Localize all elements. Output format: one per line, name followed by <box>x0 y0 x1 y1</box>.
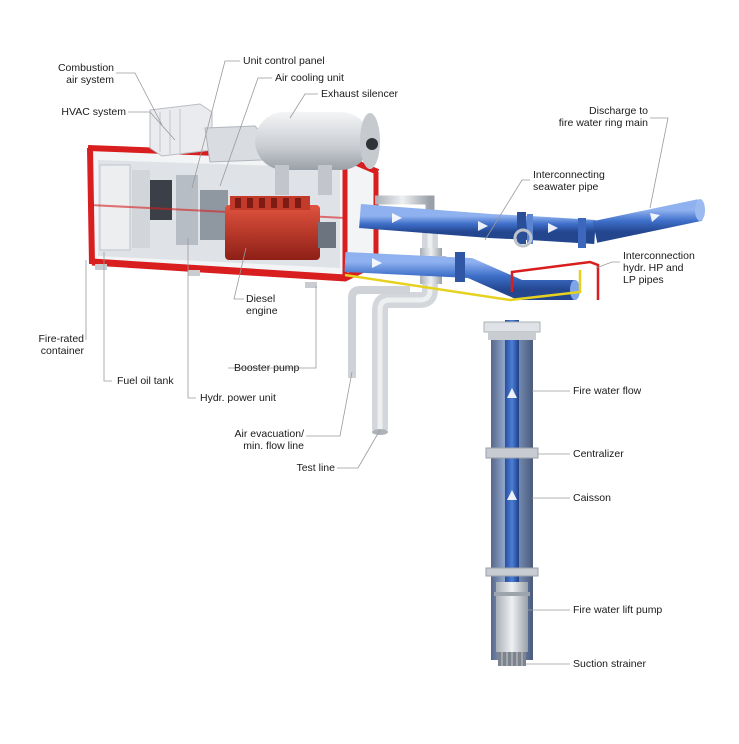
label-suction-strainer: Suction strainer <box>573 658 646 670</box>
label-line: Interconnection <box>623 250 695 262</box>
label-line: Combustion <box>57 62 114 74</box>
leader-lines <box>85 60 669 665</box>
label-line: min. flow line <box>243 440 304 452</box>
label-line: hydr. HP and <box>623 262 684 274</box>
label-line: Air evacuation/ <box>234 428 304 440</box>
label-line: seawater pipe <box>533 181 599 193</box>
label-air-cooling-unit: Air cooling unit <box>275 72 344 84</box>
label-line: air system <box>66 74 114 86</box>
diesel-engine <box>225 196 336 260</box>
label-line: fire water ring main <box>558 117 648 129</box>
label-line: container <box>40 345 84 357</box>
hvac-and-air-units <box>149 103 263 163</box>
label-interconnection-hydr-pipes: Interconnection hydr. HP and LP pipes <box>623 250 695 286</box>
label-line: engine <box>246 305 278 317</box>
label-fuel-oil-tank: Fuel oil tank <box>117 375 174 387</box>
label-hydr-power-unit: Hydr. power unit <box>200 392 276 404</box>
seawater-pipework <box>344 190 705 302</box>
label-line: Fire-rated <box>38 333 84 345</box>
label-exhaust-silencer: Exhaust silencer <box>321 88 399 100</box>
label-line: LP pipes <box>623 274 664 286</box>
label-caisson: Caisson <box>573 492 611 504</box>
label-interconnecting-seawater-pipe: Interconnecting seawater pipe <box>533 169 605 193</box>
label-combustion-air-system: Combustion air system <box>22 62 114 86</box>
label-hvac-system: HVAC system <box>61 106 126 118</box>
label-fire-rated-container: Fire-rated container <box>14 333 84 357</box>
label-fire-water-lift-pump: Fire water lift pump <box>573 604 663 616</box>
label-line: Discharge to <box>589 105 648 117</box>
exhaust-silencer <box>255 112 380 195</box>
label-diesel-engine: Diesel engine <box>246 293 278 317</box>
label-centralizer: Centralizer <box>573 448 624 460</box>
label-booster-pump: Booster pump <box>234 362 300 374</box>
label-air-evacuation: Air evacuation/ min. flow line <box>200 428 304 452</box>
label-unit-control-panel: Unit control panel <box>243 55 325 67</box>
label-test-line: Test line <box>296 462 335 474</box>
label-line: Diesel <box>246 293 276 305</box>
label-line: Interconnecting <box>533 169 605 181</box>
label-discharge: Discharge to fire water ring main <box>520 105 648 129</box>
label-fire-water-flow: Fire water flow <box>573 385 642 397</box>
caisson <box>483 295 541 666</box>
